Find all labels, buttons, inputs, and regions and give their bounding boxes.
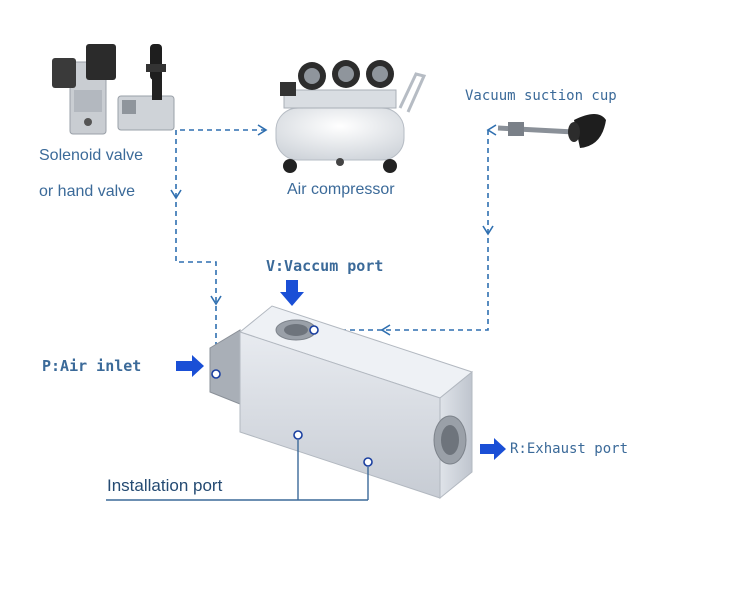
air-inlet-label: P:Air inlet [42,357,142,375]
installation-leaders [106,440,369,501]
installation-port-label: Installation port [107,476,223,495]
inlet-arrow [176,355,204,377]
vacuum-suction-cup-image [497,114,606,148]
arrowhead-down-left [170,189,182,200]
exhaust-port-thread [441,425,459,455]
vacuum-port-label: V:Vaccum port [266,257,384,275]
vacuum-cup-label: Vacuum suction cup [465,88,617,104]
installation-port-marker-1 [293,430,303,440]
arrowhead-to-inlet [210,295,222,306]
arrowhead-to-compressor [257,124,268,136]
inlet-port-marker [211,369,221,379]
line-arrowheads [170,124,497,336]
port-arrows [176,280,506,460]
vacuum-port-arrow [280,280,304,306]
vacuum-port-marker [309,325,319,335]
exhaust-port-label: R:Exhaust port [510,441,629,457]
air-compressor-image [275,60,427,173]
solenoid-valve-image [52,44,116,135]
exhaust-arrow [480,438,506,460]
line-compressor-to-inlet [175,129,266,370]
dashed-connections [175,129,489,370]
arrowhead-to-vacuum-port [380,324,391,336]
vacuum-port-thread [284,324,308,336]
arrowhead-to-cup [486,124,497,136]
hand-valve-label: or hand valve [39,183,136,200]
air-compressor-label: Air compressor [287,181,395,198]
installation-port-marker-2 [363,457,373,467]
arrowhead-down-right [482,225,494,236]
hand-valve-image [117,44,175,131]
line-cup-to-vacuum-port [314,130,489,331]
port-markers [211,325,373,467]
inlet-fitting [209,329,241,405]
vacuum-generator-block [209,305,474,500]
solenoid-valve-label: Solenoid valve [39,147,144,164]
